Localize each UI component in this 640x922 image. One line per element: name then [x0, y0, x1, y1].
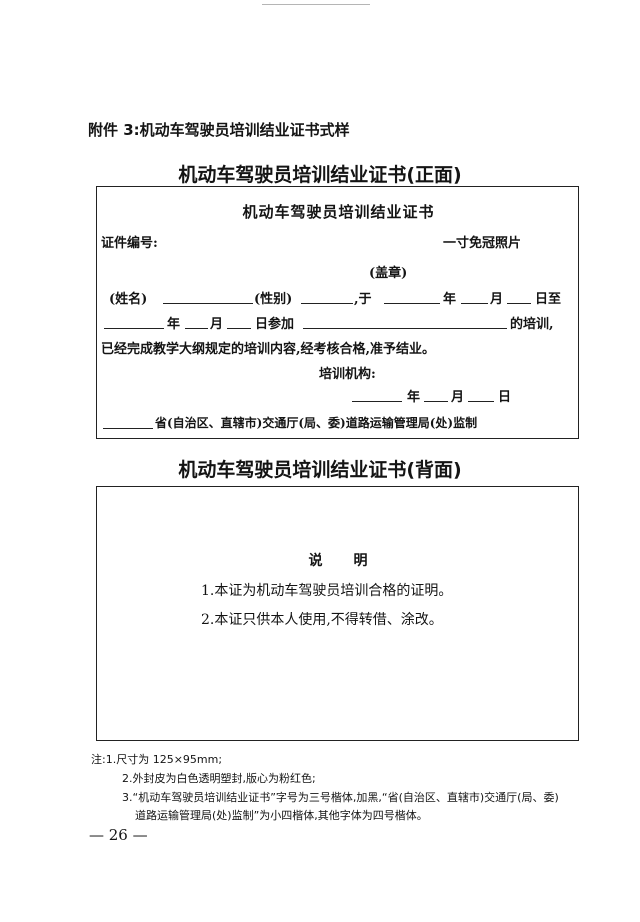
- back-title: 机动车驾驶员培训结业证书(背面): [178, 459, 462, 481]
- issue-day-label: 日: [498, 390, 512, 405]
- issue-year-blank: [352, 401, 402, 402]
- end-year-blank: [104, 328, 164, 329]
- gender-blank: [301, 303, 353, 304]
- province-blank: [103, 428, 153, 429]
- front-inner-title: 机动车驾驶员培训结业证书: [242, 203, 435, 221]
- start-day-label: 日至: [535, 292, 562, 307]
- explanation-title: 说 明: [308, 553, 369, 569]
- issue-month-label: 月: [451, 390, 465, 405]
- note-1: 注:1.尺寸为 125×95mm;: [91, 753, 223, 766]
- issue-month-blank: [424, 401, 448, 402]
- start-year-blank: [384, 303, 440, 304]
- training-blank: [303, 328, 507, 329]
- explanation-item-1: 1.本证为机动车驾驶员培训合格的证明。: [201, 583, 453, 599]
- note-2: 2.外封皮为白色透明塑封,版心为粉红色;: [122, 772, 316, 785]
- start-day-blank: [507, 303, 531, 304]
- end-day-blank: [227, 328, 251, 329]
- training-label: 的培训,: [510, 317, 554, 332]
- start-month-label: 月: [490, 292, 504, 307]
- completion-statement: 已经完成教学大纲规定的培训内容,经考核合格,准予结业。: [101, 342, 436, 357]
- photo-label: 一寸免冠照片: [443, 236, 522, 251]
- end-year-label: 年: [167, 317, 181, 332]
- top-rule: [262, 4, 370, 5]
- attend-label: 日参加: [255, 317, 295, 332]
- cert-no-label: 证件编号:: [101, 236, 158, 251]
- issue-day-blank: [468, 401, 494, 402]
- seal-label: (盖章): [369, 266, 408, 281]
- explanation-item-2: 2.本证只供本人使用,不得转借、涂改。: [201, 612, 443, 628]
- page-number: — 26 —: [89, 826, 148, 844]
- certificate-front: 机动车驾驶员培训结业证书 证件编号: 一寸免冠照片 (盖章) (姓名) (性别)…: [96, 186, 579, 439]
- certificate-back: 说 明 1.本证为机动车驾驶员培训合格的证明。 2.本证只供本人使用,不得转借、…: [96, 486, 579, 741]
- front-title: 机动车驾驶员培训结业证书(正面): [178, 164, 462, 186]
- gender-label: (性别): [254, 292, 293, 307]
- name-label: (姓名): [109, 292, 148, 307]
- institution-label: 培训机构:: [319, 367, 376, 382]
- issue-year-label: 年: [407, 390, 421, 405]
- name-blank: [163, 303, 253, 304]
- supervision-line: 省(自治区、直辖市)交通厅(局、委)道路运输管理局(处)监制: [155, 416, 478, 430]
- attachment-heading: 附件 3:机动车驾驶员培训结业证书式样: [88, 121, 350, 139]
- note-4: 道路运输管理局(处)监制”为小四楷体,其他字体为四号楷体。: [135, 809, 428, 822]
- start-year-label: 年: [443, 292, 457, 307]
- from-label: ,于: [354, 292, 372, 307]
- note-3: 3.“机动车驾驶员培训结业证书”字号为三号楷体,加黑,“省(自治区、直辖市)交通…: [122, 791, 559, 804]
- start-month-blank: [461, 303, 488, 304]
- end-month-label: 月: [210, 317, 224, 332]
- end-month-blank: [185, 328, 208, 329]
